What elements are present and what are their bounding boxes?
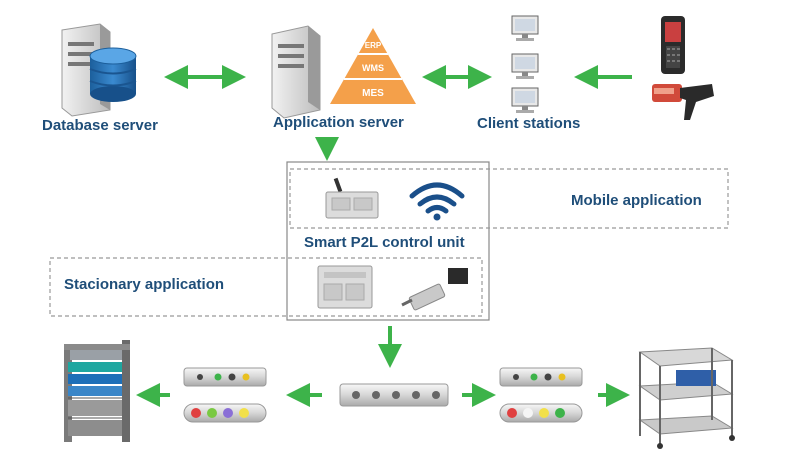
pyramid-mes: MES [362, 88, 384, 99]
stationary-control-unit-icon [317, 265, 373, 309]
wifi-icon [409, 182, 465, 221]
client-stations-icon [511, 15, 539, 113]
database-server-label: Database server [42, 117, 158, 134]
application-server-icon [271, 25, 321, 119]
control-unit-frame [286, 161, 490, 321]
client-stations-label: Client stations [477, 115, 581, 132]
left-light-module-top [183, 367, 267, 387]
mobile-control-unit-icon [325, 177, 379, 219]
pyramid-wms: WMS [362, 63, 384, 73]
handheld-terminal-icon [661, 16, 685, 74]
stationary-application-label: Stacionary application [64, 276, 225, 293]
barcode-scanner-icon [652, 84, 714, 120]
picking-cart-icon [638, 347, 735, 449]
distribution-bar-icon [339, 383, 449, 407]
mobile-application-frame [289, 168, 729, 229]
right-light-module-bottom [499, 403, 583, 423]
pyramid-erp: ERP [365, 41, 382, 50]
control-unit-label: Smart P2L control unit [304, 234, 465, 251]
power-adapter-icon [401, 268, 468, 311]
mobile-application-label: Mobile application [571, 192, 702, 209]
right-light-module-top [499, 367, 583, 387]
database-server-icon [61, 23, 137, 117]
erp-wms-mes-pyramid: ERP WMS MES [330, 28, 416, 104]
shelf-unit-icon [64, 340, 130, 442]
application-server-label: Application server [273, 114, 404, 131]
left-light-module-bottom [183, 403, 267, 423]
